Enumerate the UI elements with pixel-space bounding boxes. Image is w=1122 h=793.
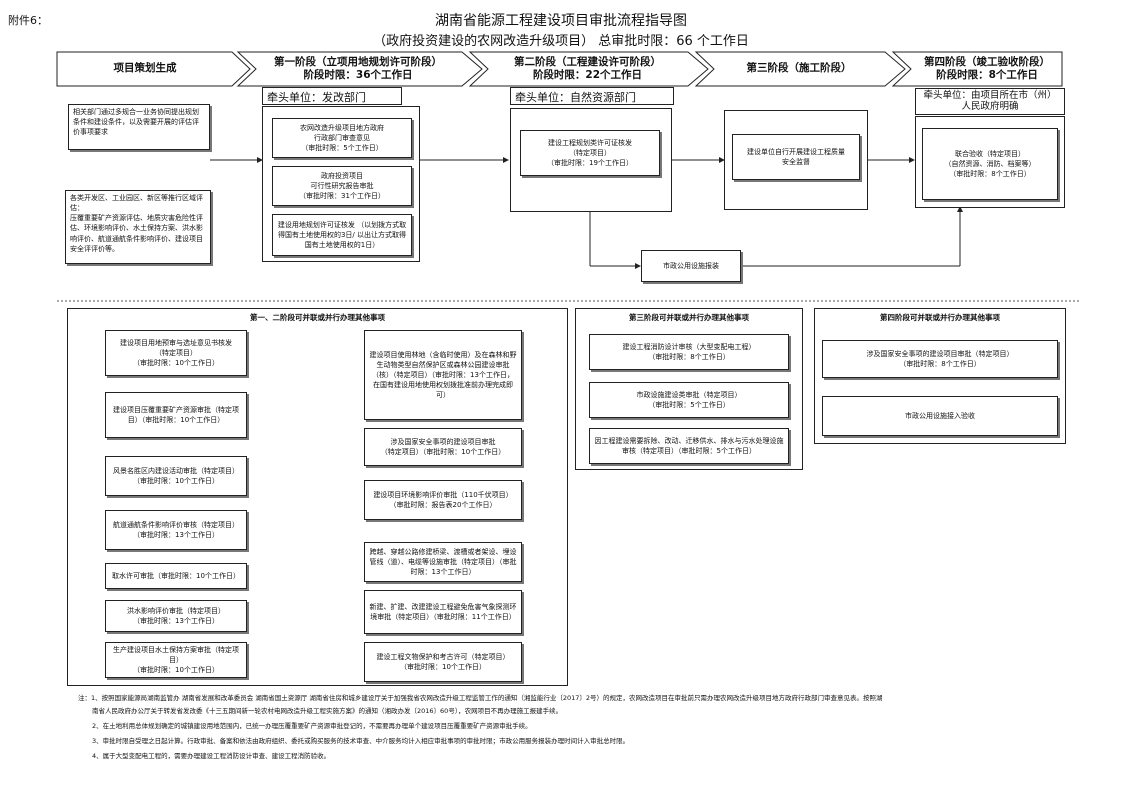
- s1-land-permit-box: 建设用地规划许可证核发 （以划拨方式取得国有土地使用权的3日/ 以出让方式取得国…: [272, 214, 412, 256]
- note-line: 注：1、按照国家能源局湖南监管办 湖南省发展和改革委员会 湖南省国土资源厅 湖南…: [78, 694, 883, 702]
- p3-item: 建设工程消防设计审核（大型变配电工程） （审批时限：8个工作日）: [589, 334, 789, 370]
- p12-left-item: 风景名胜区内建设活动审批（特定项目）（审批时限：10个工作日）: [105, 456, 247, 496]
- p12-right-item: 建设项目环境影响评价审批（110千伏项目） （审批时限：报告表20个工作日）: [364, 480, 522, 520]
- note-line: 南省人民政府办公厅关于转发省发改委《十三五期间新一轮农村电网改造升级工程实施方案…: [92, 707, 563, 715]
- note-line: 2、在土地利用总体规划确定的城镇建设用地范围内，已统一办理压覆重要矿产资源审批登…: [92, 722, 532, 730]
- parallel-s3-title: 第三阶段可并联或并行办理其他事项: [629, 313, 749, 322]
- note-line: 4、属于大型变配电工程的，需要办理建设工程消防设计审查、建设工程消防验收。: [92, 752, 331, 760]
- stage-4-lead-unit: 牵头单位：由项目所在市（州）人民政府明确: [915, 88, 1065, 115]
- stage-2-chevron: [468, 51, 709, 87]
- stage-1-name: 第一阶段（立项用地规划许可阶段）: [274, 55, 442, 68]
- plan-coordination-box: 相关部门通过多规合一业务协同提出规划条件和建设条件，以及需要开展的评估评价事项要…: [68, 104, 210, 150]
- municipal-install-box: 市政公用设施报装: [641, 250, 741, 282]
- p12-right-item: 跨越、穿越公路修建桥梁、渡槽或者架设、埋设管线（道）、电缆等设施审批（特定项目）…: [364, 542, 522, 582]
- stage-1-chevron: [236, 51, 483, 87]
- p12-left-item: 建设项目压覆重要矿产资源审批（特定项目）（审批时限：10个工作日）: [105, 392, 247, 438]
- stage-1-lead-unit: 牵头单位：发改部门: [262, 87, 402, 105]
- stage-3-name: 第三阶段（施工阶段）: [746, 62, 852, 75]
- stage-4-chevron: [891, 51, 1063, 87]
- stage-0-name: 项目策划生成: [113, 62, 177, 75]
- p12-left-item: 航道通航条件影响评价审核（特定项目） （审批时限：13个工作日）: [105, 510, 247, 550]
- stage-1-time: 阶段时限：36个工作日: [303, 69, 413, 81]
- stage-0-chevron: [56, 51, 251, 87]
- parallel-s4-title: 第四阶段可并联或并行办理其他事项: [880, 313, 1000, 322]
- stage-2-lead-unit: 牵头单位：自然资源部门: [510, 87, 674, 105]
- plan-regional-eval-box: 各类开发区、工业园区、新区等推行区域评估： 压覆重要矿产资源评估、地质灾害危险性…: [65, 190, 211, 264]
- stage-4-header: 第四阶段（竣工验收阶段） 阶段时限：8个工作日: [912, 52, 1062, 86]
- s1-feasibility-box: 政府投资项目 可行性研究报告审批 （审批时限：31个工作日）: [272, 166, 412, 206]
- stage-3-chevron: [694, 51, 906, 87]
- p12-left-item: 洪水影响评价审批（特定项目） （审批时限：13个工作日）: [105, 600, 247, 632]
- p3-item: 因工程建设需要拆除、改动、迁移供水、排水与污水处理设施审核（特定项目）（审批时限…: [589, 428, 789, 464]
- note-line: 3、审批时限自受理之日起计算。行政审批、备案和依法由政府组织、委托或购买服务的技…: [92, 737, 630, 745]
- p12-right-item: 建设项目使用林地（含临时使用）及在森林和野生动物类型自然保护区或森林公园建设审批…: [364, 330, 522, 420]
- stage-3-header: 第三阶段（施工阶段）: [716, 52, 882, 86]
- stage-2-header: 第二阶段（工程建设许可阶段） 阶段时限：22个工作日: [490, 52, 685, 86]
- p3-item: 市政设施建设类审批（特定项目） （审批时限：5个工作日）: [589, 382, 789, 418]
- p12-left-item: 取水许可审批（审批时限：10个工作日）: [105, 563, 247, 589]
- p12-right-item: 新建、扩建、改建建设工程避免危害气象探测环境审批（特定项目）（审批时限：11个工…: [364, 590, 522, 634]
- attachment-label: 附件6：: [8, 14, 48, 27]
- p12-right-item: 涉及国家安全事项的建设项目审批 （特定项目）（审批时限：10个工作日）: [364, 428, 522, 466]
- s2-planning-permit-box: 建设工程规划类许可证核发 （特定项目） （审批时限：19个工作日）: [520, 130, 660, 176]
- stage-2-name: 第二阶段（工程建设许可阶段）: [514, 55, 661, 68]
- s4-joint-acceptance-box: 联合验收（特定项目） （自然资源、消防、档案等） （审批时限：8个工作日）: [922, 128, 1058, 200]
- s3-safety-supervision-box: 建设单位自行开展建设工程质量 安全监督: [732, 134, 860, 180]
- stage-0-header: 项目策划生成: [60, 52, 230, 86]
- page-subtitle: （政府投资建设的农网改造升级项目） 总审批时限：66 个工作日: [373, 34, 749, 49]
- s1-review-opinion-box: 农网改造升级项目地方政府 行政部门审查意见 （审批时限：5个工作日）: [272, 118, 412, 158]
- stage-4-time: 阶段时限：8个工作日: [936, 69, 1038, 81]
- page-title: 湖南省能源工程建设项目审批流程指导图: [435, 13, 687, 29]
- p12-left-item: 建设项目用地预审与选址意见书核发 （特定项目） （审批时限：10个工作日）: [105, 330, 247, 376]
- p4-item: 涉及国家安全事项的建设项目审批（特定项目） （审批时限：8个工作日）: [822, 340, 1058, 378]
- p12-right-item: 建设工程文物保护和考古许可（特定项目） （审批时限：10个工作日）: [364, 642, 522, 682]
- stage-4-name: 第四阶段（竣工验收阶段）: [924, 55, 1050, 68]
- p12-left-item: 生产建设项目水土保持方案审批（特定项目） （审批时限：10个工作日）: [105, 642, 247, 678]
- stage-1-header: 第一阶段（立项用地规划许可阶段） 阶段时限：36个工作日: [258, 52, 458, 86]
- p4-item: 市政公用设施接入验收: [822, 396, 1058, 436]
- stage-2-time: 阶段时限：22个工作日: [532, 69, 643, 81]
- parallel-s12-title: 第一、二阶段可并联或并行办理其他事项: [250, 313, 385, 322]
